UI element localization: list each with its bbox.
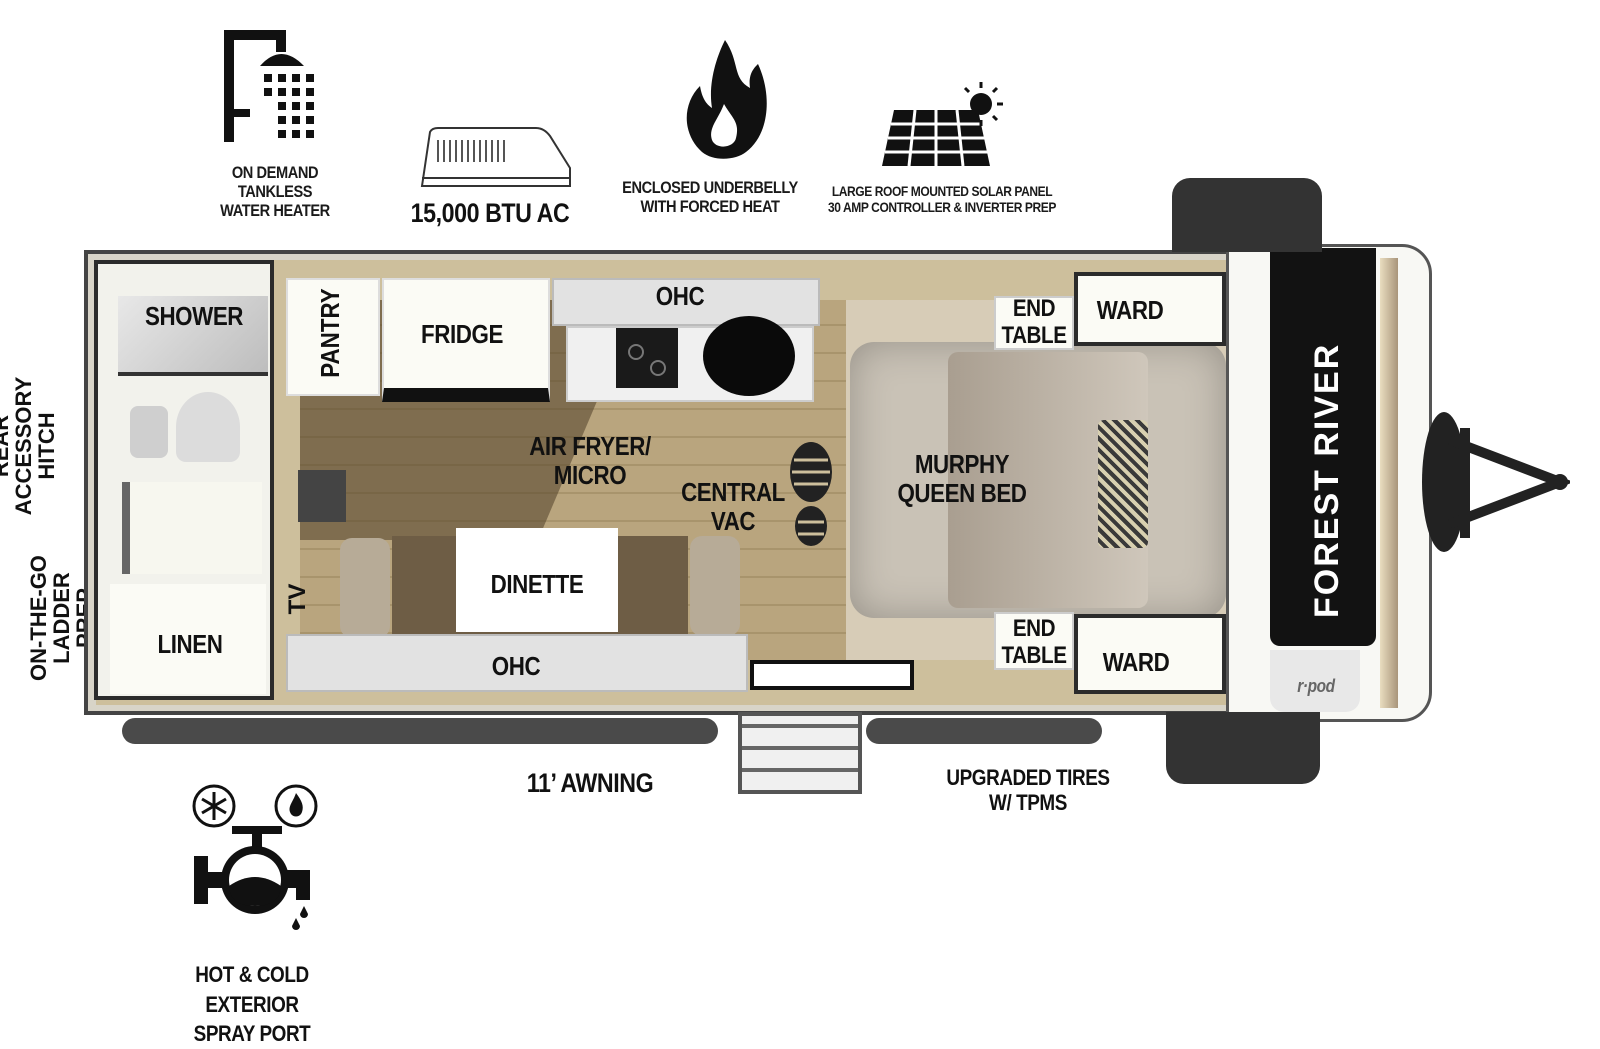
dinette-table: [456, 528, 618, 632]
pantry-label: PANTRY: [315, 288, 345, 378]
end-table-bottom-label: END TABLE: [1001, 615, 1067, 669]
sink-basin: [703, 316, 795, 396]
ohc-bottom-cabinet: [286, 634, 748, 692]
fridge-label: FRIDGE: [421, 319, 503, 349]
linen-label: LINEN: [157, 629, 223, 659]
entry-door: [750, 660, 914, 690]
water-heater-label: ON DEMAND TANKLESS WATER HEATER: [220, 163, 330, 221]
end-table-bottom: [994, 612, 1074, 670]
hitch-tongue-icon: [1422, 412, 1570, 552]
solar-label: LARGE ROOF MOUNTED SOLAR PANEL 30 AMP CO…: [828, 183, 1056, 215]
awning-label: 11’ AWNING: [526, 768, 654, 798]
fridge: [382, 278, 550, 402]
wheel-well-top: [1172, 178, 1322, 252]
murphy-bed-label: MURPHY QUEEN BED: [897, 449, 1027, 509]
bathroom-sink: [130, 406, 168, 458]
end-table-top-label: END TABLE: [1001, 295, 1067, 349]
ohc-bottom-label: OHC: [491, 651, 541, 681]
ward-top: [1074, 272, 1226, 346]
flame-icon: [686, 40, 767, 159]
pillow-mesh: [1098, 420, 1148, 548]
tv-label: TV: [284, 583, 311, 615]
boot-print-icon: [790, 442, 832, 546]
dinette-label: DINETTE: [490, 569, 584, 599]
tires-label: UPGRADED TIRES W/ TPMS: [946, 765, 1110, 815]
underbelly-label: ENCLOSED UNDERBELLY WITH FORCED HEAT: [622, 178, 798, 217]
model-logo: r·pod: [1297, 676, 1335, 696]
wheel-well-bottom: [1166, 712, 1320, 784]
end-table-top: [994, 296, 1074, 350]
brand-name: FOREST RIVER: [1308, 342, 1346, 618]
cooktop: [616, 328, 678, 388]
entry-steps: [738, 712, 862, 794]
cooktop-burner-icon: [628, 344, 666, 376]
linen-closet: [110, 584, 266, 694]
awning-rail-left: [122, 718, 718, 744]
ladder-prep-label: ON-THE-GO LADDER PREP: [26, 555, 97, 681]
dinette-bench-right: [690, 536, 740, 636]
front-cap-accent: [1270, 650, 1360, 712]
shower-water-heater-icon: [224, 30, 314, 142]
ward-bottom: [1074, 614, 1226, 694]
dinette-bench-left: [340, 538, 390, 638]
rear-hitch-label: REAR ACCESSORY HITCH: [0, 376, 60, 516]
shower-label: SHOWER: [144, 301, 244, 331]
spray-valve-icon: [194, 826, 310, 930]
pantry-cabinet: [286, 278, 380, 396]
toilet: [176, 392, 240, 462]
shower-stall: [118, 296, 268, 376]
small-flame-icon: [274, 784, 318, 828]
ac-label: 15,000 BTU AC: [410, 198, 570, 228]
ward-top-label: WARD: [1096, 295, 1164, 325]
front-cap-stripe: [1380, 258, 1398, 708]
bath-cabinet: [122, 482, 262, 574]
spray-port-label: HOT & COLD EXTERIOR SPRAY PORT: [193, 962, 311, 1047]
ohc-top-label: OHC: [655, 281, 705, 311]
ward-bottom-label: WARD: [1102, 647, 1170, 677]
air-fryer-label: AIR FRYER/ MICRO: [529, 431, 651, 491]
tv-panel: [298, 470, 346, 522]
central-vac-label: CENTRAL VAC: [681, 477, 785, 537]
ac-unit-icon: [420, 127, 571, 187]
awning-rail-right: [866, 718, 1102, 744]
solar-panel-icon: [882, 82, 1003, 167]
front-cap-black: [1270, 248, 1376, 646]
snowflake-icon: [192, 784, 236, 828]
ohc-top-cabinet: [552, 278, 820, 326]
